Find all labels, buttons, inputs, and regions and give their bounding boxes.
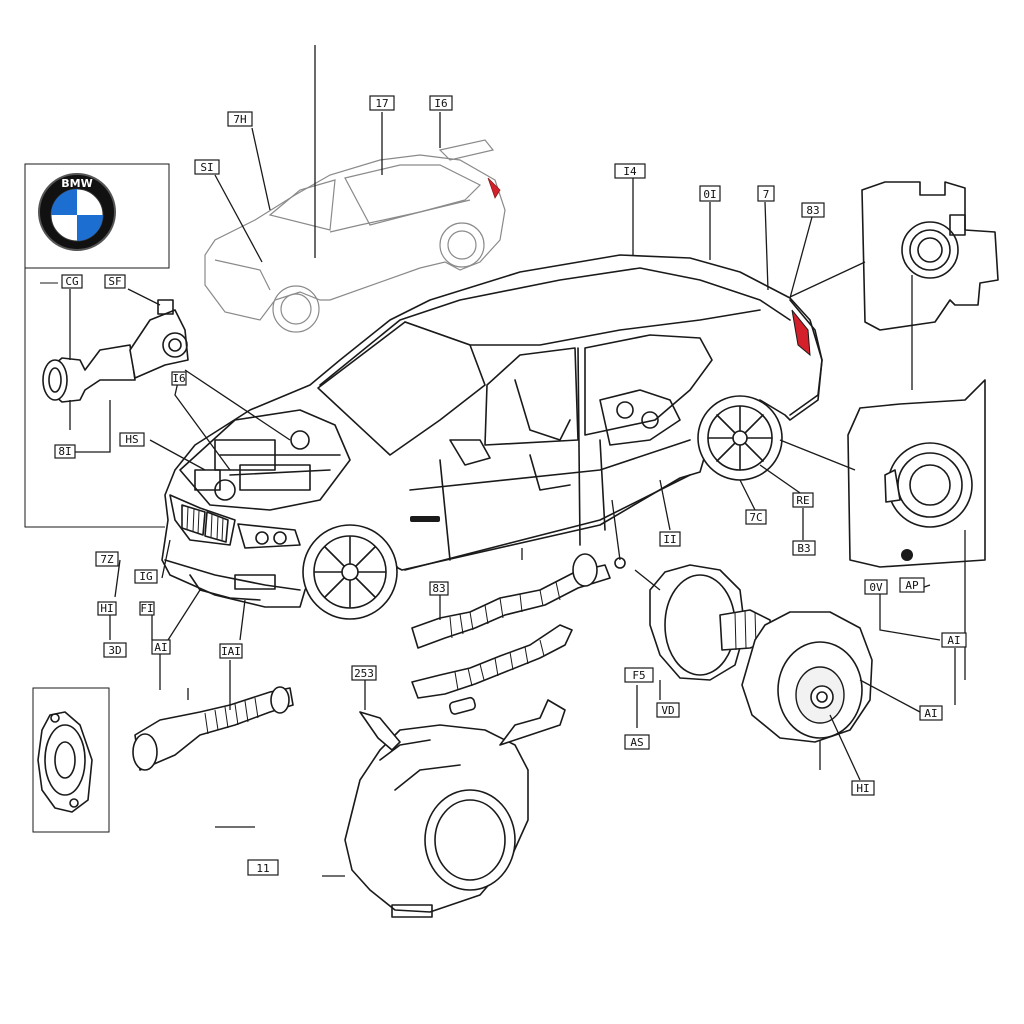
svg-text:CG: CG xyxy=(65,275,78,288)
camshaft-upper xyxy=(411,553,626,649)
svg-text:VD: VD xyxy=(661,704,674,717)
kidney-grille xyxy=(181,504,229,543)
svg-text:AP: AP xyxy=(905,579,919,592)
callout-4: SI xyxy=(194,159,220,175)
svg-text:B3: B3 xyxy=(797,542,810,555)
callout-8: HS xyxy=(119,432,145,447)
callout-6: SF xyxy=(104,274,126,289)
callout-3: I6 xyxy=(429,95,453,111)
svg-text:8I: 8I xyxy=(58,445,71,458)
brake-hub-assembly xyxy=(634,564,873,743)
logo-brand: BMW xyxy=(61,177,92,190)
callout-28: VD xyxy=(656,702,680,718)
svg-text:83: 83 xyxy=(806,204,819,217)
callout-9: 8I xyxy=(54,444,76,459)
callout-27: F5 xyxy=(624,667,654,683)
svg-text:HI: HI xyxy=(100,602,113,615)
callout-13: 83 xyxy=(801,202,825,218)
bmw-roundel-icon: BMW xyxy=(38,173,116,251)
callout-17: B3 xyxy=(792,540,816,556)
callout-5: CG xyxy=(61,274,83,289)
callout-29: AS xyxy=(624,734,650,750)
callout-31: AP xyxy=(899,577,925,593)
cv-joint-left xyxy=(42,299,189,403)
svg-text:II: II xyxy=(663,533,676,546)
svg-text:I6: I6 xyxy=(434,97,447,110)
callout-labels: 7H 17 I6 SI CG SF I6 HS 8I I4 0I 7 83 RE… xyxy=(54,95,967,876)
callout-15: 7C xyxy=(745,509,767,525)
svg-text:AI: AI xyxy=(154,641,167,654)
callout-20: HI xyxy=(97,601,117,616)
svg-text:11: 11 xyxy=(256,862,269,875)
mirror-housing-component xyxy=(861,181,999,331)
callout-30: 0V xyxy=(864,579,888,595)
svg-text:7H: 7H xyxy=(233,113,246,126)
bmw-logo-panel: BMW xyxy=(24,163,170,269)
callout-19: IG xyxy=(134,569,158,584)
svg-text:7: 7 xyxy=(763,188,770,201)
svg-text:7C: 7C xyxy=(749,511,762,524)
svg-text:AI: AI xyxy=(924,707,937,720)
callout-35: 11 xyxy=(247,859,279,876)
rear-wheel xyxy=(697,395,783,481)
svg-text:SI: SI xyxy=(200,161,213,174)
reference-car-sketch xyxy=(204,139,506,333)
callout-33: AI xyxy=(919,705,943,721)
svg-text:RE: RE xyxy=(796,494,809,507)
callout-22: 3D xyxy=(103,642,127,658)
callout-25: 83 xyxy=(429,581,449,596)
callout-7: I6 xyxy=(171,371,187,386)
main-car-body xyxy=(161,254,823,620)
svg-text:AS: AS xyxy=(630,736,643,749)
svg-text:253: 253 xyxy=(354,667,374,680)
callout-12: 7 xyxy=(757,185,775,202)
camshaft-lower xyxy=(411,624,573,715)
callout-10: I4 xyxy=(614,163,646,179)
callout-1: 7H xyxy=(227,111,253,127)
svg-text:HS: HS xyxy=(125,433,138,446)
svg-text:3D: 3D xyxy=(108,644,121,657)
callout-26: 253 xyxy=(351,665,377,681)
wheel-sensor-housing xyxy=(847,379,986,568)
callout-23: AI xyxy=(151,639,171,655)
svg-text:AI: AI xyxy=(947,634,960,647)
callout-2: 17 xyxy=(369,95,395,111)
leader-lines xyxy=(65,112,956,877)
svg-text:FI: FI xyxy=(140,602,153,615)
bearing-flange-box xyxy=(32,687,110,833)
front-wheel xyxy=(302,524,398,620)
callout-16: II xyxy=(659,531,681,547)
svg-text:I6: I6 xyxy=(172,372,185,385)
callout-34: HI xyxy=(851,780,875,796)
svg-text:0I: 0I xyxy=(703,188,716,201)
svg-text:IG: IG xyxy=(139,570,152,583)
svg-text:0V: 0V xyxy=(869,581,883,594)
callout-24: IAI xyxy=(219,643,243,659)
svg-text:HI: HI xyxy=(856,782,869,795)
svg-text:17: 17 xyxy=(375,97,388,110)
pump-housing xyxy=(344,699,566,918)
svg-text:F5: F5 xyxy=(632,669,645,682)
svg-text:I4: I4 xyxy=(623,165,637,178)
svg-text:83: 83 xyxy=(432,582,445,595)
svg-text:7Z: 7Z xyxy=(100,553,114,566)
callout-18: 7Z xyxy=(95,551,119,567)
callout-32: AI xyxy=(941,632,967,648)
callout-21: FI xyxy=(139,601,155,616)
interior-detail xyxy=(514,379,681,491)
drive-shaft-left xyxy=(132,686,294,771)
callout-11: 0I xyxy=(699,185,721,202)
engine-bay-detail xyxy=(194,430,341,501)
svg-text:SF: SF xyxy=(108,275,121,288)
svg-text:IAI: IAI xyxy=(221,645,241,658)
callout-14: RE xyxy=(792,492,814,508)
